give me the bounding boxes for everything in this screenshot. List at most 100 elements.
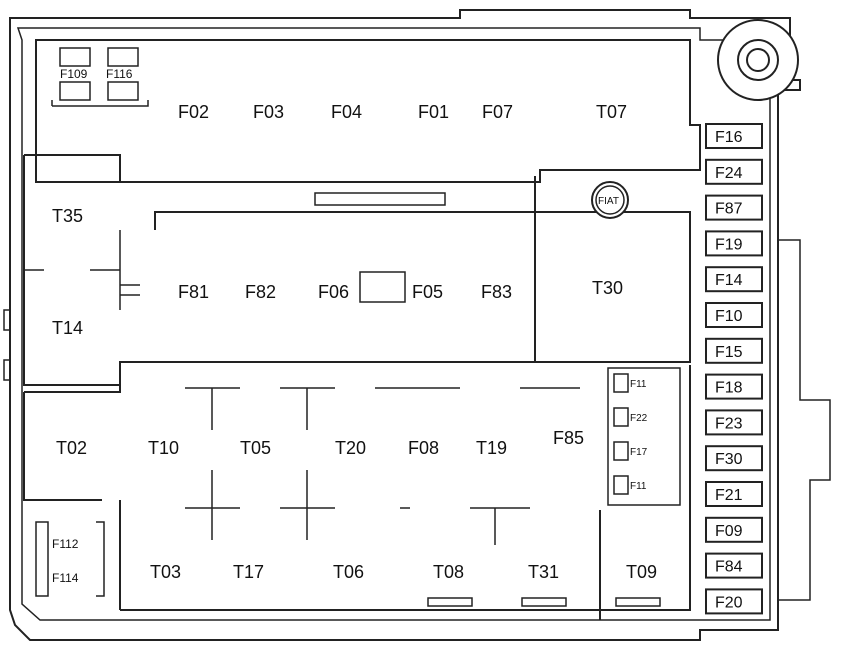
fuse-label: F18 — [715, 380, 743, 397]
fuse-label: F30 — [715, 451, 743, 468]
fuse-slot-f30: F30 — [705, 445, 763, 472]
fiat-logo: FIAT — [591, 181, 629, 219]
small-fuse-label: F22 — [630, 413, 648, 424]
label-t14: T14 — [52, 318, 83, 338]
fuse-label: F14 — [715, 272, 743, 289]
housing-inner — [16, 27, 771, 621]
label-t08: T08 — [433, 562, 464, 582]
label-t02: T02 — [56, 438, 87, 458]
t35-t14-divider — [24, 230, 140, 310]
lower-compartment — [23, 365, 691, 620]
small-fuse-slot: F11 — [613, 475, 647, 495]
center-block — [359, 271, 406, 303]
top-compartment — [35, 39, 701, 183]
label-f01: F01 — [418, 102, 449, 122]
label-f02: F02 — [178, 102, 209, 122]
fuse-slot-f24: F24 — [705, 158, 763, 185]
small-fuse-box — [613, 373, 629, 393]
fuse-label: F24 — [715, 165, 743, 182]
fuse-box — [705, 409, 763, 436]
label-t20: T20 — [335, 438, 366, 458]
fuse-slot-f18: F18 — [705, 373, 763, 400]
label-t09: T09 — [626, 562, 657, 582]
label-f85: F85 — [553, 428, 584, 448]
label-f08: F08 — [408, 438, 439, 458]
fuse-label: F09 — [715, 523, 743, 540]
fuse-box — [705, 266, 763, 293]
mounting-bolt — [717, 19, 799, 101]
fuse-label: F20 — [715, 594, 743, 611]
fuse-label: F84 — [715, 559, 743, 576]
small-fuse-box — [613, 475, 629, 495]
label-f05: F05 — [412, 282, 443, 302]
label-f04: F04 — [331, 102, 362, 122]
fuse-box — [705, 588, 763, 615]
small-fuse-box — [613, 407, 629, 427]
left-tabs — [3, 309, 10, 381]
small-fuse-label: F11 — [630, 379, 647, 390]
fuse-slot-f10: F10 — [705, 302, 763, 328]
fuse-slot-f20: F20 — [705, 588, 763, 615]
fuse-box — [705, 516, 763, 543]
label-f03: F03 — [253, 102, 284, 122]
separator-bar — [314, 192, 446, 206]
label-f81: F81 — [178, 282, 209, 302]
fuse-slot-f87: F87 — [705, 194, 763, 221]
fuse-box — [705, 445, 763, 472]
fuse-slot-f09: F09 — [705, 516, 763, 543]
small-fuse-slot: F17 — [613, 441, 648, 461]
fuse-box — [705, 230, 763, 257]
fuse-label: F10 — [715, 308, 743, 325]
small-fuse-slot: F22 — [613, 407, 648, 427]
fuse-slot-f21: F21 — [705, 481, 763, 507]
right-bracket — [778, 239, 831, 601]
fiat-logo-text: FIAT — [598, 196, 619, 207]
fuse-box — [705, 481, 763, 507]
small-fuse-label: F17 — [630, 447, 648, 458]
fuse-slot-f19: F19 — [705, 230, 763, 257]
label-f07: F07 — [482, 102, 513, 122]
label-f112: F112 — [52, 537, 79, 551]
fuse-box — [705, 373, 763, 400]
fuse-label: F16 — [715, 129, 743, 146]
label-f109: F109 — [60, 67, 88, 81]
label-t03: T03 — [150, 562, 181, 582]
fuse-box — [705, 194, 763, 221]
label-t30: T30 — [592, 278, 623, 298]
small-fuse-label: F11 — [630, 481, 647, 492]
label-t07: T07 — [596, 102, 627, 122]
fuse-box — [705, 552, 763, 579]
label-t17: T17 — [233, 562, 264, 582]
small-fuse-slot: F11 — [613, 373, 647, 393]
fuse-label: F87 — [715, 201, 743, 218]
lower-cross-ribs — [185, 387, 580, 545]
fuse-label: F23 — [715, 415, 743, 432]
label-t10: T10 — [148, 438, 179, 458]
label-f116: F116 — [106, 67, 133, 81]
fuse-label: F15 — [715, 344, 743, 361]
label-f82: F82 — [245, 282, 276, 302]
fuse-slot-f84: F84 — [705, 552, 763, 579]
fuse-box — [705, 337, 763, 364]
fuse-box — [705, 158, 763, 185]
fuse-box — [705, 302, 763, 328]
label-t19: T19 — [476, 438, 507, 458]
fuse-label: F21 — [715, 487, 743, 504]
small-fuse-box — [613, 441, 629, 461]
fuse-box — [705, 123, 763, 149]
small-fuse-column — [607, 367, 681, 506]
middle-compartment — [23, 154, 691, 386]
fuse-label: F19 — [715, 236, 743, 253]
label-t06: T06 — [333, 562, 364, 582]
label-t31: T31 — [528, 562, 559, 582]
housing-outline — [9, 9, 801, 641]
fuse-slot-f16: F16 — [705, 123, 763, 149]
label-f06: F06 — [318, 282, 349, 302]
fuse-slot-f14: F14 — [705, 266, 763, 293]
label-f83: F83 — [481, 282, 512, 302]
label-t05: T05 — [240, 438, 271, 458]
bottom-connectors — [427, 597, 661, 607]
label-f114: F114 — [52, 571, 79, 585]
